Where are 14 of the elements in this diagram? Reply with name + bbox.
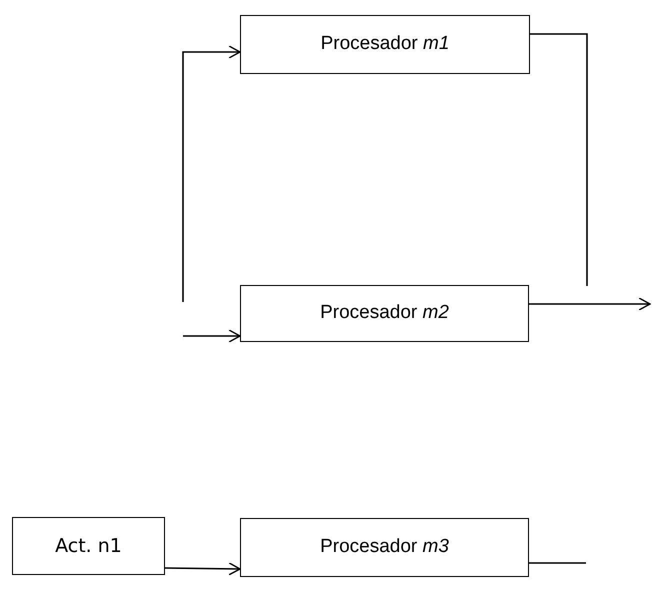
connector-line	[529, 562, 586, 564]
box-label: Procesador m3	[320, 535, 449, 560]
arrow	[182, 45, 241, 302]
box-label: Procesador m1	[320, 32, 450, 56]
connector-line	[530, 33, 588, 286]
process-box	[12, 517, 165, 575]
box-label: Procesador m2	[320, 301, 449, 326]
arrow	[183, 329, 241, 343]
process-box	[240, 518, 529, 577]
arrow	[164, 562, 241, 576]
process-box	[240, 15, 530, 74]
box-label: Act. n1	[55, 534, 122, 559]
arrow	[529, 297, 651, 311]
process-box	[240, 285, 529, 342]
